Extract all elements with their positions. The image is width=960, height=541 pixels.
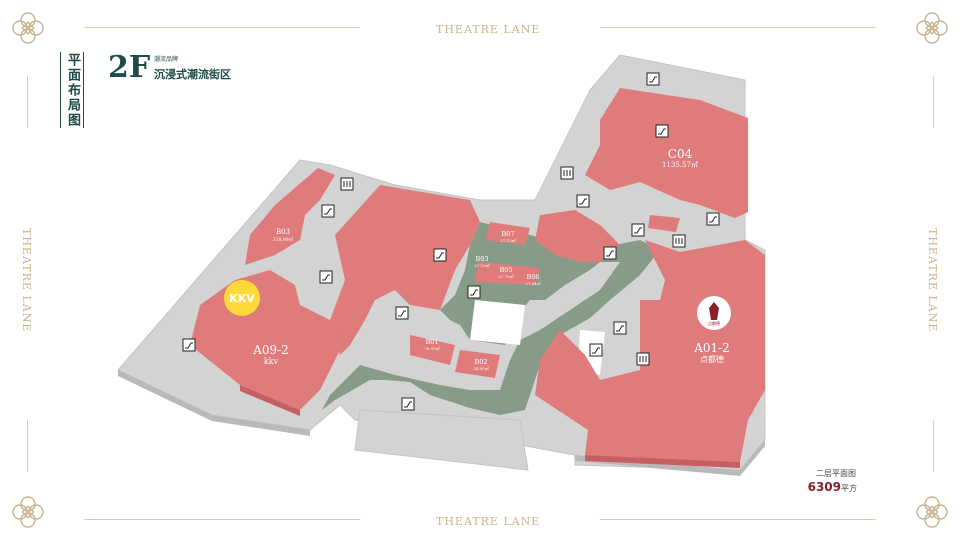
shop-b01 bbox=[410, 335, 455, 365]
elevator-icon bbox=[672, 234, 686, 248]
escalator-icon bbox=[467, 285, 481, 299]
corner-ornament-icon bbox=[916, 496, 948, 528]
brand-left: THEATRE LANE bbox=[20, 228, 33, 333]
shop-b02 bbox=[455, 350, 500, 378]
unit-area: 1135.57㎡ bbox=[662, 161, 698, 169]
floor-plan-label: 二层平面图 bbox=[816, 469, 856, 478]
unit-labels: C04 1135.57㎡ B03 318.99㎡ B07 27.13㎡ B03 … bbox=[252, 147, 730, 371]
shop-c04 bbox=[585, 88, 748, 218]
escalator-icon bbox=[576, 194, 590, 208]
shop-b05-b06 bbox=[475, 262, 540, 285]
unit-code: B02 bbox=[474, 358, 487, 366]
unit-tenant: 点都德 bbox=[700, 354, 724, 364]
escalator-icon bbox=[321, 204, 335, 218]
kkv-logo-text: KKV bbox=[229, 292, 255, 305]
unit-code: C04 bbox=[668, 147, 693, 161]
layout-title: 平面布局图 bbox=[60, 52, 84, 128]
shop-units bbox=[190, 88, 765, 462]
total-area-value: 6309 bbox=[807, 480, 841, 494]
total-area: 6309平方 bbox=[808, 480, 857, 494]
escalator-icon bbox=[706, 212, 720, 226]
shop-core bbox=[330, 185, 480, 355]
unit-code: A01-2 bbox=[693, 341, 730, 355]
escalator-icon bbox=[401, 397, 415, 411]
unit-code: B03 bbox=[276, 228, 290, 236]
frame-right-bottom-line bbox=[933, 420, 934, 472]
shop-small bbox=[648, 215, 680, 232]
frame-top-right-line bbox=[600, 27, 876, 28]
unit-code: B01 bbox=[425, 338, 438, 346]
corner-ornament-icon bbox=[12, 496, 44, 528]
unit-tenant: kkv bbox=[264, 357, 279, 366]
unit-code: B05 bbox=[499, 266, 512, 274]
frame-bottom-right-line bbox=[600, 519, 876, 520]
frame-top-left-line bbox=[84, 27, 360, 28]
escalator-icons bbox=[182, 72, 720, 411]
floor-number: 2F bbox=[108, 50, 151, 85]
total-area-unit: 平方 bbox=[841, 484, 857, 493]
escalator-icon bbox=[319, 270, 333, 284]
frame-bottom-left-line bbox=[84, 519, 360, 520]
brand-right: THEATRE LANE bbox=[926, 228, 939, 333]
escalator-icon bbox=[603, 246, 617, 260]
escalator-icon bbox=[655, 124, 669, 138]
unit-area: 318.99㎡ bbox=[273, 236, 294, 243]
unit-code: B03 bbox=[475, 255, 488, 263]
frame-right-top-line bbox=[933, 76, 934, 128]
shop-c-mid bbox=[535, 210, 620, 262]
brand-top: THEATRE LANE bbox=[436, 23, 541, 36]
escalator-icon bbox=[613, 321, 627, 335]
floor-description: 沉浸式潮流街区 bbox=[154, 68, 231, 81]
elevator-icon bbox=[636, 352, 650, 366]
elevator-icon bbox=[340, 177, 354, 191]
unit-area: 27.13㎡ bbox=[500, 237, 515, 243]
escalator-icon bbox=[395, 306, 409, 320]
escalator-icon bbox=[631, 223, 645, 237]
corner-ornament-icon bbox=[12, 12, 44, 44]
unit-area: 24.95㎡ bbox=[473, 365, 488, 371]
unit-code: A09-2 bbox=[252, 343, 289, 357]
unit-area: 27.79㎡ bbox=[498, 273, 513, 279]
escalator-icon bbox=[589, 343, 603, 357]
escalator-icon bbox=[646, 72, 660, 86]
unit-area: 27.13㎡ bbox=[474, 262, 489, 268]
unit-code: B06 bbox=[526, 273, 539, 281]
shop-shadow bbox=[240, 385, 740, 468]
shop-b03 bbox=[245, 168, 335, 265]
brand-bottom: THEATRE LANE bbox=[436, 515, 541, 528]
corner-ornament-icon bbox=[916, 12, 948, 44]
unit-area: 78.99㎡ bbox=[424, 345, 439, 351]
floor-subtitle: 潮流品牌 bbox=[154, 56, 179, 63]
unit-code: B07 bbox=[501, 230, 514, 238]
frame-left-top-line bbox=[27, 76, 28, 128]
elevator-icon bbox=[560, 166, 574, 180]
escalator-icon bbox=[182, 338, 196, 352]
escalator-icon bbox=[433, 248, 447, 262]
unit-area: 27.94㎡ bbox=[525, 280, 540, 286]
shop-b07 bbox=[485, 222, 530, 245]
kkv-logo: KKV bbox=[224, 280, 260, 316]
diandude-logo: 点都德 bbox=[697, 296, 731, 330]
frame-left-bottom-line bbox=[27, 420, 28, 472]
shop-a01-2 bbox=[535, 240, 765, 462]
diandude-logo-text: 点都德 bbox=[708, 320, 720, 326]
base-shadow bbox=[118, 370, 765, 476]
